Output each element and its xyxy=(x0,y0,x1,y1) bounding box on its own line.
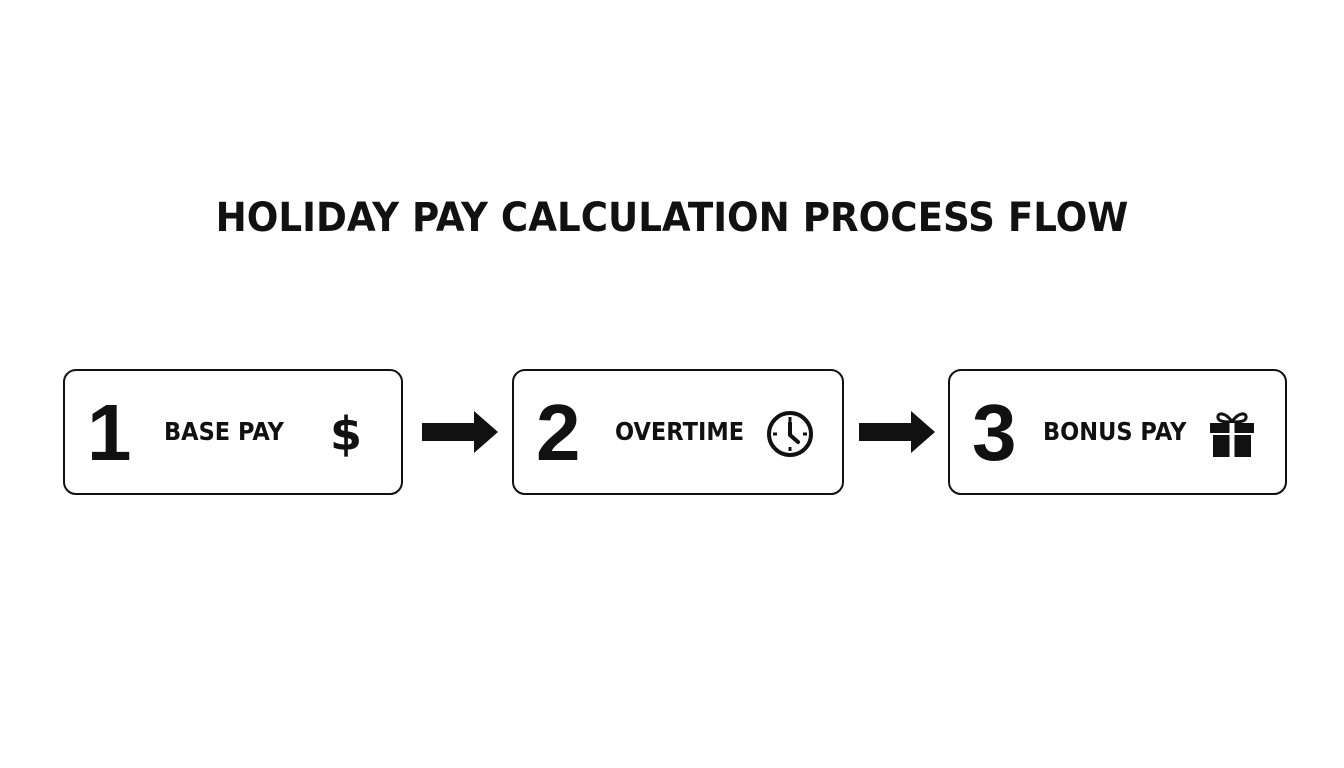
right-arrow-icon xyxy=(422,409,500,455)
step-number: 3 xyxy=(972,388,1017,477)
svg-text:$: $ xyxy=(330,408,362,460)
diagram-title: HOLIDAY PAY CALCULATION PROCESS FLOW xyxy=(215,195,1129,241)
dollar-sign-icon: $ xyxy=(320,408,372,460)
step-number: 1 xyxy=(87,388,132,477)
step-label: OVERTIME xyxy=(615,417,745,446)
step-number: 2 xyxy=(536,388,581,477)
clock-icon xyxy=(764,408,816,460)
gift-icon xyxy=(1206,408,1258,460)
step-box-base-pay: 1 BASE PAY $ xyxy=(63,369,403,495)
step-box-bonus-pay: 3 BONUS PAY xyxy=(948,369,1287,495)
step-label: BASE PAY xyxy=(164,417,284,446)
step-box-overtime: 2 OVERTIME xyxy=(512,369,844,495)
right-arrow-icon xyxy=(859,409,937,455)
step-label: BONUS PAY xyxy=(1043,417,1187,446)
